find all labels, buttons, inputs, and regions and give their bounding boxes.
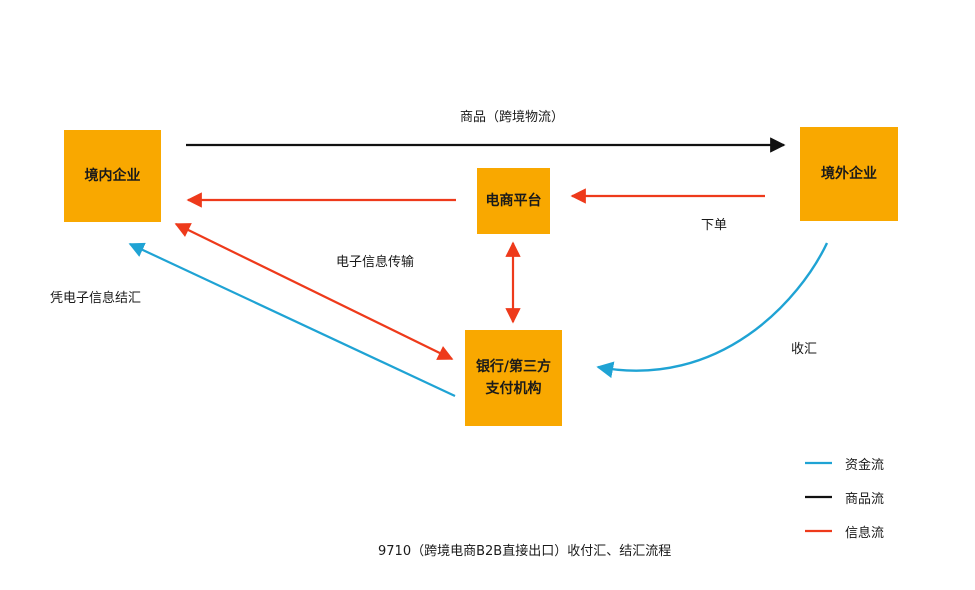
node-ecommerce-platform: 电商平台 [477, 168, 550, 234]
node-bank-label-line1: 银行/第三方 [475, 359, 552, 375]
collection-funds-arrow [596, 242, 829, 379]
label-settlement: 凭电子信息结汇 [50, 291, 142, 306]
legend-label-info: 信息流 [845, 526, 885, 541]
node-domestic-enterprise: 境内企业 [64, 130, 161, 222]
node-platform-label: 电商平台 [485, 193, 542, 209]
node-bank-label-line2: 支付机构 [485, 381, 542, 397]
label-order: 下单 [701, 218, 728, 233]
legend-label-goods: 商品流 [845, 492, 885, 507]
node-domestic-label: 境内企业 [84, 168, 141, 184]
node-overseas-enterprise: 境外企业 [800, 127, 898, 221]
label-goods-logistics: 商品（跨境物流） [460, 110, 565, 125]
domestic-bank-info-arrow [174, 223, 454, 360]
settlement-funds-arrow [128, 242, 456, 397]
label-info-transfer: 电子信息传输 [336, 255, 415, 270]
node-bank-payment-institution: 银行/第三方 支付机构 [465, 330, 562, 426]
label-collection: 收汇 [791, 342, 818, 357]
node-overseas-label: 境外企业 [821, 166, 877, 182]
legend-label-funds: 资金流 [845, 458, 885, 473]
diagram-caption: 9710（跨境电商B2B直接出口）收付汇、结汇流程 [378, 544, 672, 559]
